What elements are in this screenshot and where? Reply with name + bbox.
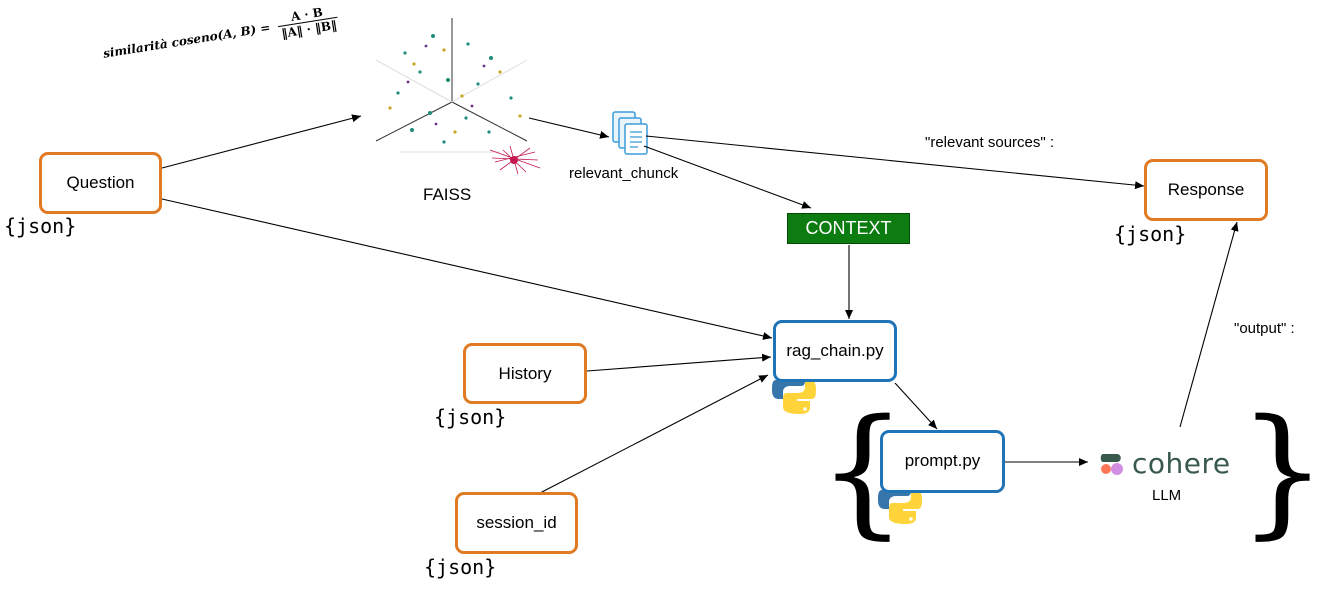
history-json-tag: {json}	[434, 405, 507, 429]
edge-question-faiss	[161, 114, 362, 169]
prompt-node[interactable]: prompt.py	[880, 430, 1005, 493]
output-label: "output" :	[1234, 320, 1295, 337]
question-node[interactable]: Question	[39, 152, 162, 214]
history-node[interactable]: History	[463, 343, 587, 404]
cohere-mark-icon	[1100, 453, 1123, 475]
edge-faiss-chunk	[528, 117, 610, 139]
left-brace: {	[818, 390, 908, 553]
edge-question-rag	[161, 198, 773, 340]
document-stack-icon	[612, 111, 648, 155]
relevant-chunk-label: relevant_chunck	[569, 165, 679, 182]
rag-chain-node[interactable]: rag_chain.py	[773, 320, 897, 382]
edge-chunk-context	[643, 145, 812, 209]
edge-rag-prompt	[894, 382, 938, 430]
session-id-json-tag: {json}	[424, 555, 497, 579]
relevant-sources-label: "relevant sources" :	[925, 134, 1055, 151]
question-json-tag: {json}	[4, 214, 77, 238]
context-box[interactable]: CONTEXT	[787, 213, 910, 244]
faiss-scatter-icon	[375, 18, 541, 175]
response-node[interactable]: Response	[1144, 159, 1268, 221]
right-brace: }	[1238, 390, 1328, 553]
edges	[161, 114, 1239, 494]
cohere-wordmark: cohere	[1132, 447, 1231, 480]
llm-label: LLM	[1152, 487, 1182, 504]
cohere-logo-icon: cohere	[1100, 447, 1231, 480]
edge-chunk-response	[645, 135, 1145, 190]
edge-history-rag	[586, 353, 772, 372]
edge-session-rag	[539, 374, 769, 494]
faiss-label: FAISS	[423, 185, 472, 204]
session-id-node[interactable]: session_id	[455, 492, 578, 554]
edge-llm-response	[1179, 221, 1239, 428]
response-json-tag: {json}	[1114, 222, 1187, 246]
